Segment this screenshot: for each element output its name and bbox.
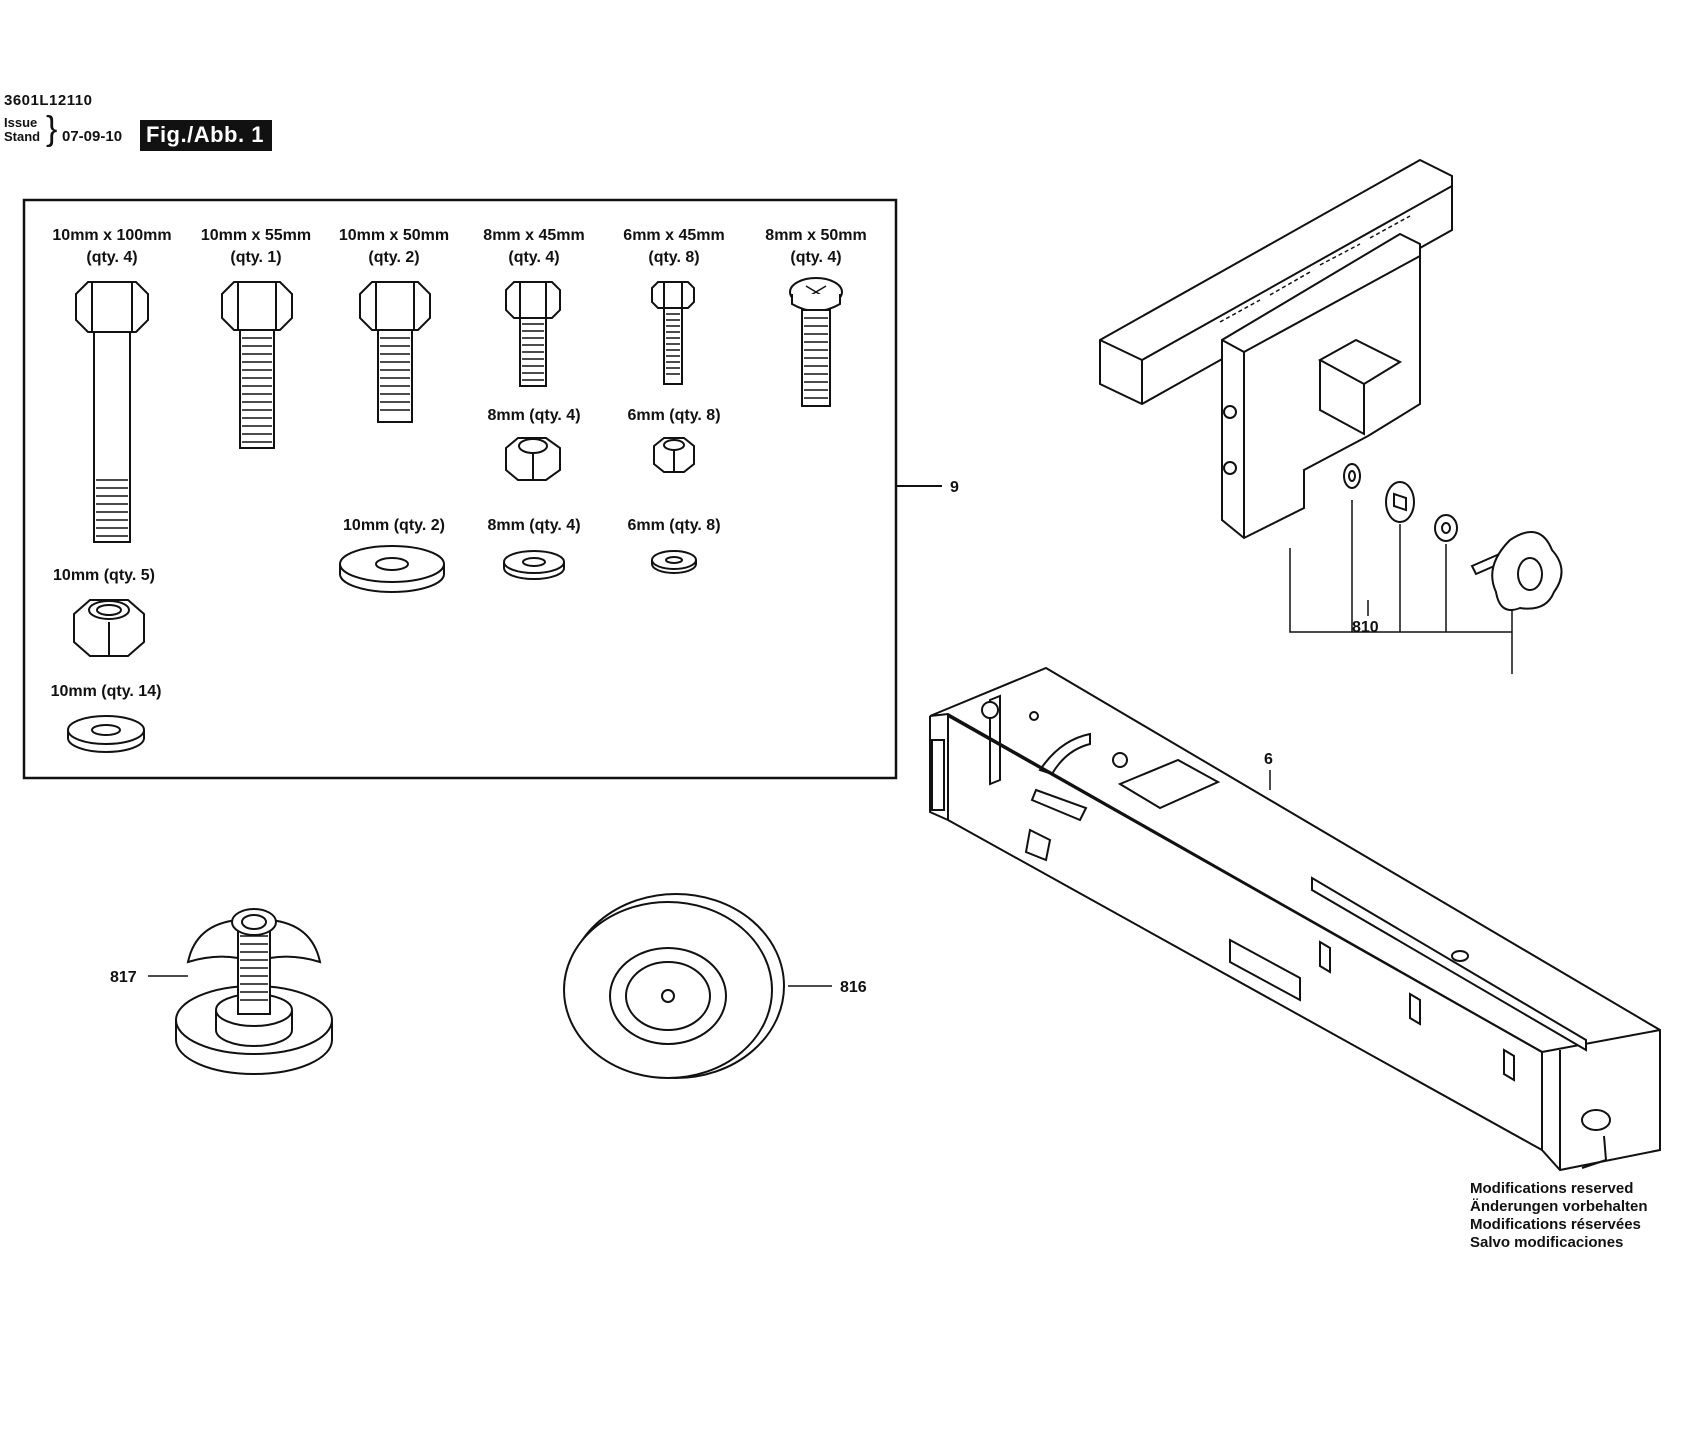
header: 3601L12110 Issue Stand } 07-09-10 Fig./A…: [0, 0, 1696, 160]
callout-816: 816: [840, 979, 867, 996]
washer-label-10mm-2: 10mm (qty. 2): [343, 517, 445, 534]
bolt-10x100: [75, 281, 149, 543]
washer-8mm: [503, 550, 565, 580]
nut-8mm: [505, 437, 561, 481]
bolt-10x50: [359, 281, 431, 423]
leveling-foot: [175, 908, 333, 1075]
washer-6mm: [651, 550, 697, 574]
washer-label-6mm: 6mm (qty. 8): [627, 517, 720, 534]
document-number: 3601L12110: [4, 92, 93, 109]
bolt-label-5-size: 6mm x 45mm: [623, 227, 724, 244]
bolt-label-2-size: 10mm x 55mm: [201, 227, 311, 244]
nut-label-8mm: 8mm (qty. 4): [487, 407, 580, 424]
modifications-de: Änderungen vorbehalten: [1470, 1198, 1648, 1215]
washer-label-10mm-14: 10mm (qty. 14): [51, 683, 162, 700]
knob-assembly: [1289, 463, 1563, 674]
bolt-label-4-size: 8mm x 45mm: [483, 227, 584, 244]
bolt-label-6-qty: (qty. 4): [790, 249, 841, 266]
wheel: [563, 893, 785, 1079]
nut-6mm: [653, 437, 695, 473]
callout-810: 810: [1352, 619, 1379, 636]
issue-labels: Issue Stand: [4, 116, 40, 144]
bolt-label-3-size: 10mm x 50mm: [339, 227, 449, 244]
washer-label-8mm: 8mm (qty. 4): [487, 517, 580, 534]
bolt-6x45: [651, 281, 695, 385]
figure-label: Fig./Abb. 1: [140, 120, 272, 151]
hardware-box: [22, 198, 898, 780]
bolt-label-1-qty: (qty. 4): [86, 249, 137, 266]
nut-10mm: [73, 599, 145, 657]
bracket-assembly: [1099, 158, 1453, 540]
issue-label: Issue: [4, 115, 38, 130]
nut-label-10mm: 10mm (qty. 5): [53, 567, 155, 584]
callout-9: 9: [950, 479, 959, 496]
bolt-label-2-qty: (qty. 1): [230, 249, 281, 266]
modifications-notice: Modifications reserved Änderungen vorbeh…: [1470, 1180, 1648, 1252]
callout-817: 817: [110, 969, 137, 986]
bolt-8x45: [505, 281, 561, 387]
washer-10mm-b: [67, 715, 145, 753]
modifications-es: Salvo modificaciones: [1470, 1234, 1624, 1251]
bolt-label-1-size: 10mm x 100mm: [52, 227, 171, 244]
nut-label-6mm: 6mm (qty. 8): [627, 407, 720, 424]
callout-6: 6: [1264, 751, 1273, 768]
bolt-label-4-qty: (qty. 4): [508, 249, 559, 266]
issue-date: 07-09-10: [62, 128, 123, 145]
bolt-label-3-qty: (qty. 2): [368, 249, 419, 266]
leg: [929, 666, 1661, 1172]
stand-label: Stand: [4, 129, 41, 144]
washer-10mm-a: [339, 545, 445, 593]
bolt-label-5-qty: (qty. 8): [648, 249, 699, 266]
bolt-8x50: [789, 277, 843, 407]
brace: }: [46, 110, 58, 148]
modifications-en: Modifications reserved: [1470, 1180, 1634, 1197]
bolt-10x55: [221, 281, 293, 449]
bolt-label-6-size: 8mm x 50mm: [765, 227, 866, 244]
modifications-fr: Modifications réservées: [1470, 1216, 1641, 1233]
